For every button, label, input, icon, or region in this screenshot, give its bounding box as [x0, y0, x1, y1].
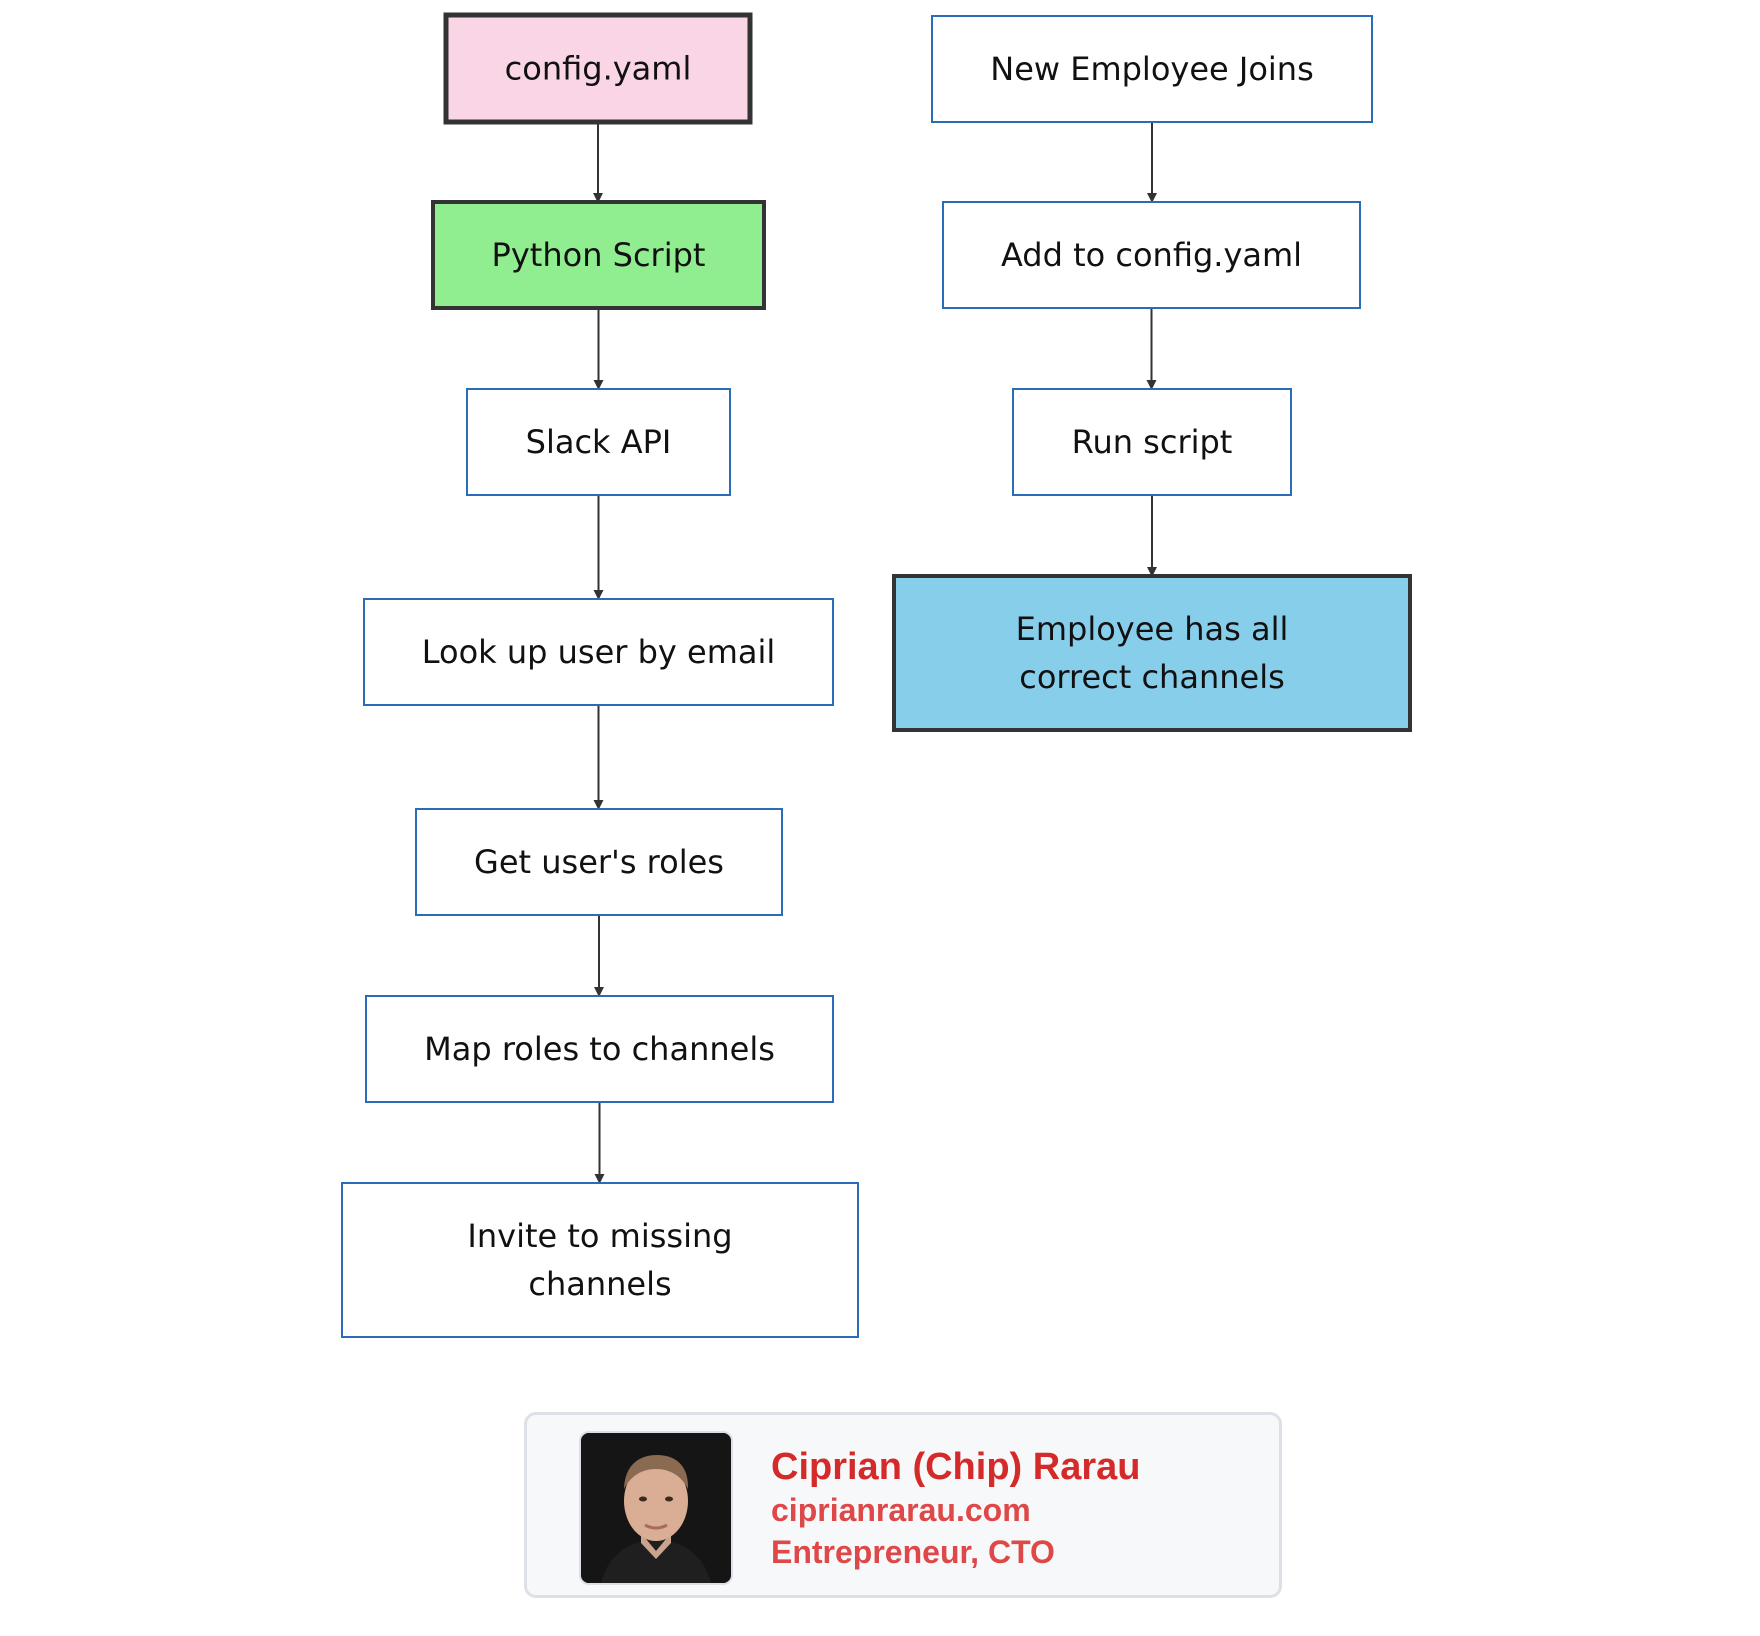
node-label: Add to config.yaml — [1001, 236, 1302, 274]
node-label: New Employee Joins — [990, 50, 1313, 88]
node-label: Map roles to channels — [424, 1030, 775, 1068]
node-lookup: Look up user by email — [363, 598, 834, 706]
node-box — [931, 15, 1373, 123]
node-config: config.yaml — [443, 12, 753, 125]
author-card: Ciprian (Chip) Rarau ciprianrarau.com En… — [524, 1412, 1282, 1598]
node-label: correct channels — [1019, 658, 1285, 696]
node-label: Look up user by email — [422, 633, 776, 671]
node-box — [443, 12, 753, 125]
node-box — [415, 808, 783, 916]
edges — [593, 122, 1157, 1184]
node-label: Invite to missing — [467, 1217, 732, 1255]
node-invite: Invite to missing channels — [341, 1182, 859, 1338]
node-label: Employee has all — [1016, 610, 1289, 648]
node-slack: Slack API — [466, 388, 731, 496]
node-python: Python Script — [431, 200, 766, 310]
node-box — [892, 574, 1412, 732]
node-label: Run script — [1072, 423, 1233, 461]
node-done: Employee has all correct channels — [892, 574, 1412, 732]
node-box — [431, 200, 766, 310]
node-newemp: New Employee Joins — [931, 15, 1373, 123]
node-roles: Get user's roles — [415, 808, 783, 916]
node-box — [942, 201, 1361, 309]
node-box — [363, 598, 834, 706]
author-name: Ciprian (Chip) Rarau — [771, 1446, 1141, 1488]
node-label: Get user's roles — [474, 843, 724, 881]
person-portrait-icon — [579, 1431, 733, 1585]
node-box — [466, 388, 731, 496]
author-role: Entrepreneur, CTO — [771, 1534, 1055, 1570]
node-label: Python Script — [492, 236, 706, 274]
node-add: Add to config.yaml — [942, 201, 1361, 309]
author-info: Ciprian (Chip) Rarau ciprianrarau.com En… — [771, 1445, 1140, 1573]
node-box — [341, 1182, 859, 1338]
node-map: Map roles to channels — [365, 995, 834, 1103]
node-run: Run script — [1012, 388, 1292, 496]
node-label: config.yaml — [505, 50, 692, 88]
node-label: channels — [528, 1265, 671, 1303]
author-website-link[interactable]: ciprianrarau.com — [771, 1492, 1031, 1528]
node-box — [365, 995, 834, 1103]
node-box — [1012, 388, 1292, 496]
node-label: Slack API — [526, 423, 672, 461]
